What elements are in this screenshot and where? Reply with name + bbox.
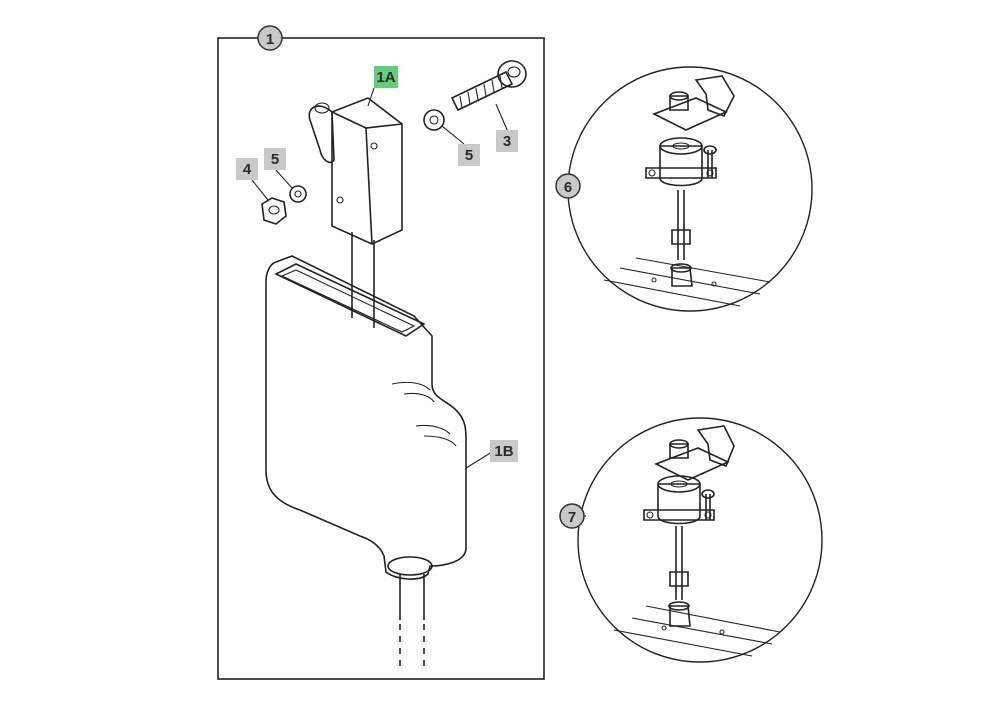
exploded-view-frame [217, 37, 545, 680]
washer-5-right [423, 109, 445, 131]
callout-4[interactable]: 4 [236, 158, 258, 180]
callout-6-label: 6 [564, 179, 572, 196]
callout-6[interactable]: 6 [555, 173, 581, 199]
callout-7[interactable]: 7 [559, 503, 585, 529]
callout-3[interactable]: 3 [496, 130, 518, 152]
detail-view-6 [567, 66, 813, 312]
callout-3-label: 3 [503, 133, 511, 150]
washer-5-left [289, 185, 307, 203]
detail-view-7 [577, 417, 823, 663]
nut-4 [261, 197, 287, 225]
callout-1-label: 1 [266, 31, 274, 48]
callout-1b-label: 1B [494, 443, 513, 460]
callout-1a-label: 1A [376, 69, 395, 86]
callout-5-right-label: 5 [465, 147, 473, 164]
callout-7-label: 7 [568, 509, 576, 526]
housing-1b [265, 255, 467, 672]
sensor-1a [308, 97, 403, 328]
callout-5-left[interactable]: 5 [264, 148, 286, 170]
callout-1a[interactable]: 1A [374, 66, 398, 88]
callout-4-label: 4 [243, 161, 252, 178]
bolt-3 [450, 60, 527, 112]
callout-1[interactable]: 1 [257, 25, 283, 51]
callout-5-left-label: 5 [271, 151, 279, 168]
callout-5-right[interactable]: 5 [458, 144, 480, 166]
callout-1b[interactable]: 1B [490, 440, 518, 462]
